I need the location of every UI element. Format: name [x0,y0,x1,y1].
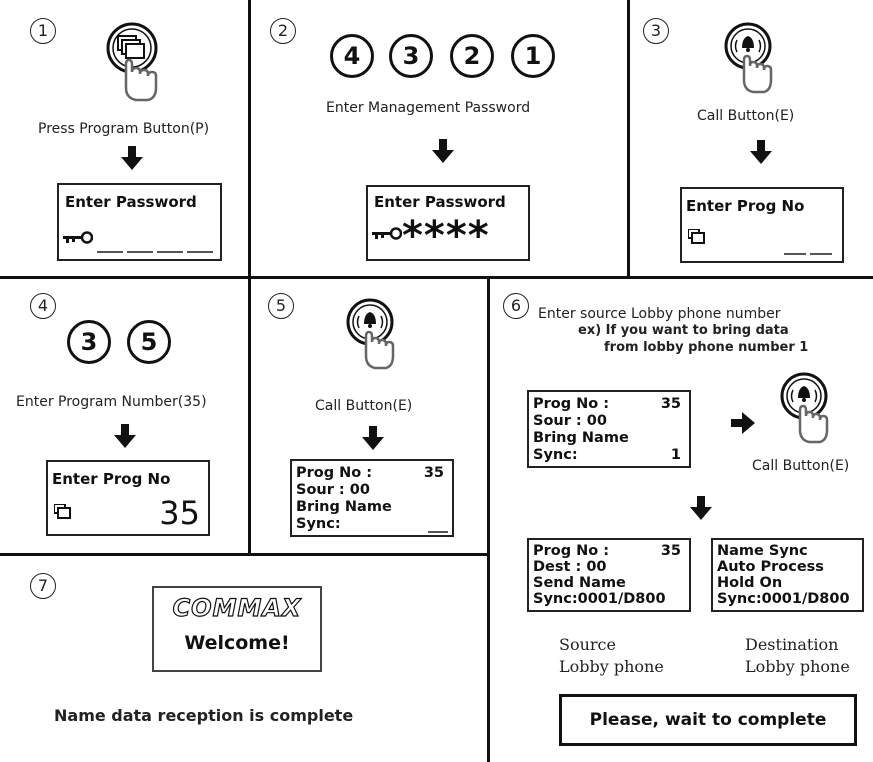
step6-example-line1: ex) If you want to bring data [578,323,789,338]
step4-caption: Enter Program Number(35) [16,394,207,410]
divider-v-top-1 [248,0,251,278]
lcd-line: Sour : 00 [296,482,370,498]
lcd-line-value: 35 [660,543,681,559]
step6-call-caption: Call Button(E) [752,458,850,474]
sync-blank [428,531,448,533]
step3-caption: Call Button(E) [697,108,795,124]
lcd-line-value: 35 [660,396,681,412]
divider-v-mid-1 [248,278,251,556]
lcd-line: Hold On [717,575,783,591]
lcd-line: Sync:0001/D800 [533,591,666,607]
source-label-2: Lobby phone [559,657,664,676]
lcd-line: Prog No : [533,396,610,412]
right-arrow-icon [731,412,755,434]
down-arrow-icon [114,424,136,448]
destination-label-2: Lobby phone [745,657,850,676]
prog-no-blank [810,253,832,255]
prog-no-value: 35 [159,494,200,532]
key-icon [63,231,93,244]
digit-circle: 3 [389,34,433,78]
wait-status-text: Please, wait to complete [589,710,827,730]
lcd-line: Bring Name [533,430,629,446]
lcd-line: Dest : 00 [533,559,607,575]
password-blank [157,251,183,253]
source-label: Source [559,635,616,654]
call-button-hand-icon [724,22,773,94]
lcd-line: Auto Process [717,559,824,575]
step1-caption: Press Program Button(P) [38,121,210,137]
step1-lcd: Enter Password [57,183,222,261]
lcd-line: Sync:0001/D800 [717,591,850,607]
lcd-title: Enter Prog No [52,470,171,488]
divider-v-top-2 [627,0,630,278]
down-arrow-icon [432,139,454,163]
down-arrow-icon [690,496,712,520]
lcd-line: Name Sync [717,543,808,559]
digit-circle: 3 [67,320,111,364]
step6-example-line2: from lobby phone number 1 [604,340,809,355]
call-button-hand-icon [780,372,829,444]
destination-label: Destination [745,635,839,654]
step6-caption: Enter source Lobby phone number [538,306,781,322]
digit-circle: 2 [450,34,494,78]
step4-lcd: Enter Prog No 35 [46,460,210,536]
step7-caption: Name data reception is complete [54,706,354,725]
welcome-text: Welcome! [184,632,290,654]
step2-lcd: Enter Password **** [366,185,530,261]
step2-caption: Enter Management Password [326,100,531,116]
down-arrow-icon [121,146,143,170]
divider-h-bottom [0,553,489,556]
source-lcd: Prog No : 35 Dest : 00 Send Name Sync:00… [527,538,691,612]
step6-lcd: Prog No : 35 Sour : 00 Bring Name Sync: … [527,390,691,468]
password-blank [187,251,213,253]
wait-status-box: Please, wait to complete [559,694,857,746]
program-icon [688,229,705,244]
lcd-title: Enter Prog No [686,197,805,215]
password-stars: **** [402,213,490,259]
step-number-2: 2 [270,18,296,44]
destination-lcd: Name Sync Auto Process Hold On Sync:0001… [711,538,864,612]
step-number-5: 5 [268,293,294,319]
step5-caption: Call Button(E) [315,398,413,414]
password-blank [97,251,123,253]
down-arrow-icon [362,426,384,450]
call-button-hand-icon [346,298,395,370]
lcd-line: Send Name [533,575,626,591]
digit-circle: 5 [127,320,171,364]
password-blank [127,251,153,253]
lcd-line: Prog No : [533,543,610,559]
lcd-line: Sync: [296,516,341,532]
lcd-line: Bring Name [296,499,392,515]
prog-no-blank [784,253,806,255]
lcd-title: Enter Password [374,193,506,211]
step-number-6: 6 [503,293,529,319]
lcd-line-value: 1 [670,447,681,463]
digit-circle: 4 [330,34,374,78]
program-icon [54,504,71,519]
step-number-1: 1 [30,18,56,44]
down-arrow-icon [750,140,772,164]
step5-lcd: Prog No : 35 Sour : 00 Bring Name Sync: [290,459,454,537]
divider-h-top [0,276,873,279]
welcome-screen: COMMAX Welcome! [152,586,322,672]
lcd-line: Prog No : [296,465,373,481]
lcd-line: Sync: [533,447,578,463]
step3-lcd: Enter Prog No [680,187,844,263]
lcd-title: Enter Password [65,193,197,211]
digit-circle: 1 [511,34,555,78]
program-button-hand-icon [106,22,158,102]
step-number-7: 7 [30,573,56,599]
step-number-3: 3 [643,18,669,44]
step-number-4: 4 [30,293,56,319]
key-icon [372,227,402,240]
lcd-line-value: 35 [423,465,444,481]
divider-v-mid-2 [487,278,490,762]
lcd-line: Sour : 00 [533,413,607,429]
commax-logo: COMMAX [172,593,302,622]
